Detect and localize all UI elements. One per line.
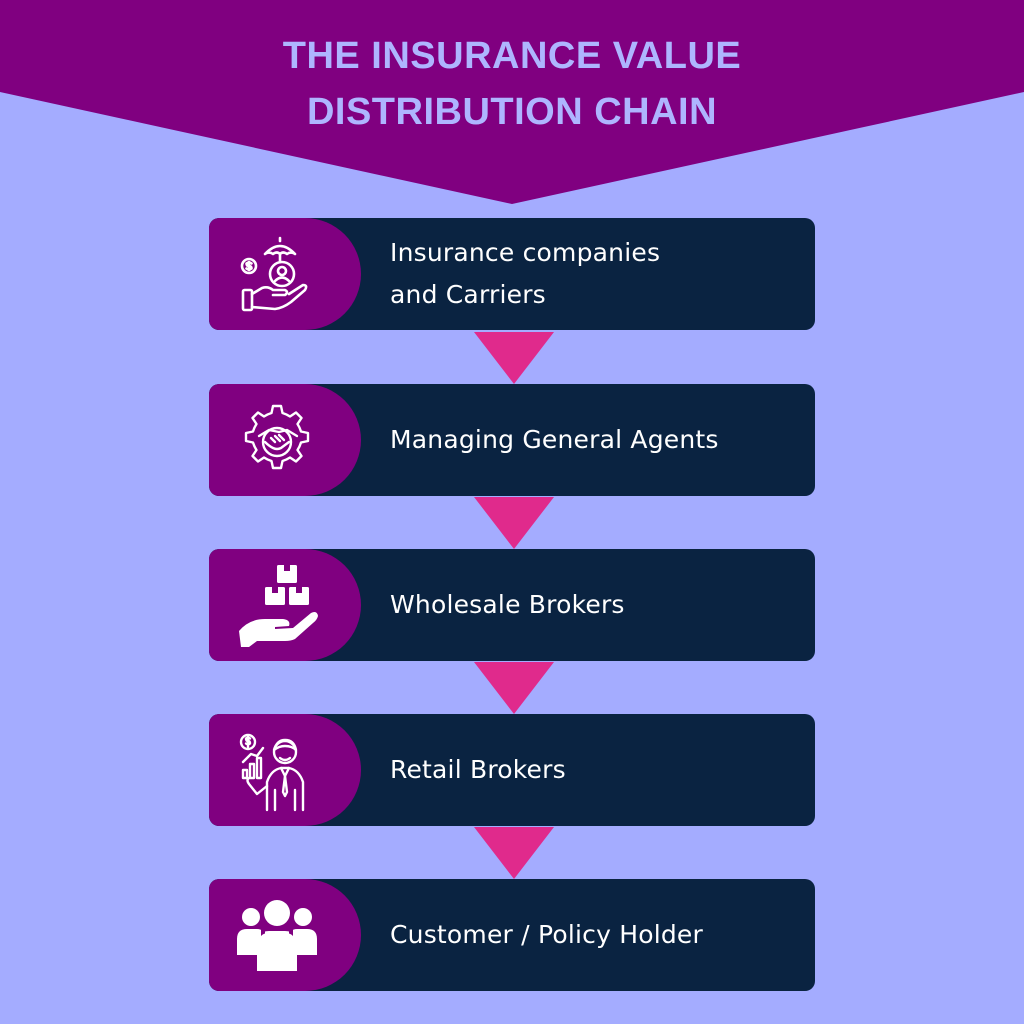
step-label-line-2: and Carriers (390, 280, 546, 309)
step-label-line-1: Managing General Agents (390, 425, 719, 454)
handshake-gear-icon (244, 404, 310, 470)
step-label-line-1: Insurance companies (390, 238, 661, 267)
step-icon-tab (209, 384, 361, 496)
step-label: Customer / Policy Holder (390, 879, 785, 991)
step-icon-tab (209, 549, 361, 661)
step-label: Wholesale Brokers (390, 549, 785, 661)
step-insurance-companies: Insurance companies and Carriers (209, 218, 815, 330)
step-label-line-1: Wholesale Brokers (390, 590, 625, 619)
flow-arrow-1 (474, 332, 554, 384)
broker-person-chart-icon (239, 733, 305, 812)
step-label: Managing General Agents (390, 384, 785, 496)
step-label-line-1: Retail Brokers (390, 755, 566, 784)
title-line-1: THE INSURANCE VALUE (282, 35, 742, 77)
step-label: Insurance companies and Carriers (390, 218, 785, 330)
step-retail-brokers: Retail Brokers (209, 714, 815, 826)
step-label: Retail Brokers (390, 714, 785, 826)
step-wholesale-brokers: Wholesale Brokers (209, 549, 815, 661)
flow-arrow-4 (474, 827, 554, 879)
boxes-on-hand-icon (239, 565, 318, 647)
diagram-title: THE INSURANCE VALUE DISTRIBUTION CHAIN (0, 28, 1024, 140)
insurance-umbrella-hand-icon (240, 236, 308, 312)
step-customer-policy-holder: Customer / Policy Holder (209, 879, 815, 991)
step-label-line-1: Customer / Policy Holder (390, 920, 703, 949)
flow-arrow-3 (474, 662, 554, 714)
step-managing-general-agents: Managing General Agents (209, 384, 815, 496)
step-icon-tab (209, 879, 361, 991)
flow-arrow-2 (474, 497, 554, 549)
title-banner (0, 0, 1024, 204)
customer-group-icon (237, 900, 317, 971)
step-icon-tab (209, 714, 361, 826)
step-icon-tab (209, 218, 361, 330)
title-line-2: DISTRIBUTION CHAIN (306, 91, 718, 133)
